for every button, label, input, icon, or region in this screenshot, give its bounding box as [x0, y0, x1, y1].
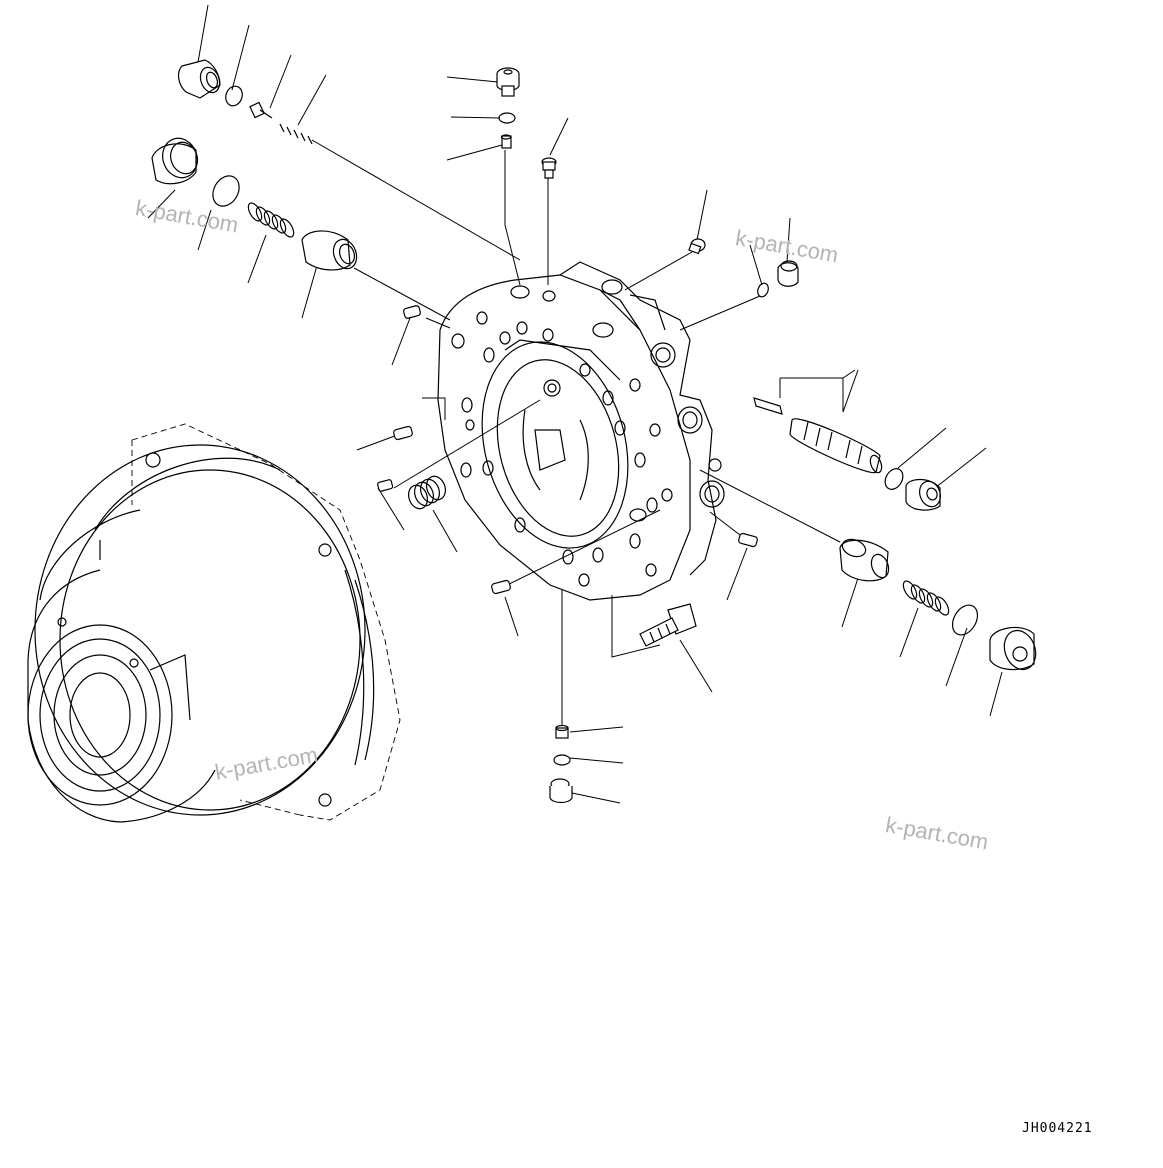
dowel-pin-3 — [491, 579, 511, 595]
center-screw — [541, 157, 557, 179]
small-bolt — [249, 101, 273, 119]
spool-sleeve-left — [301, 230, 358, 271]
spring-right — [902, 580, 950, 616]
plug-right — [905, 478, 941, 511]
small-plug-right-top — [688, 238, 706, 255]
dowel-pin-1 — [403, 305, 421, 319]
top-o-ring — [498, 112, 516, 124]
small-pin — [377, 479, 394, 492]
bottom-o-ring — [553, 754, 571, 766]
bottom-plug — [549, 778, 573, 804]
top-small-plug — [500, 134, 512, 149]
spring-lower-left — [407, 475, 447, 510]
mounting-bolt — [639, 603, 697, 647]
large-plug-right — [989, 626, 1037, 671]
top-plug — [496, 67, 520, 97]
spool-pin — [753, 397, 783, 415]
small-spring — [279, 123, 313, 145]
large-o-ring-right — [951, 604, 979, 636]
valve-body — [437, 261, 725, 601]
relief-valve-cap — [177, 59, 221, 99]
control-spool — [789, 418, 883, 474]
dowel-pin-right — [738, 532, 758, 548]
dowel-pin-2 — [393, 425, 413, 441]
spool-sleeve-right — [839, 538, 890, 582]
final-drive-housing — [27, 423, 401, 823]
spring-left — [247, 202, 295, 238]
drawing-code: JH004221 — [1022, 1121, 1093, 1136]
leader-lines — [147, 4, 1003, 804]
large-plug-left — [151, 137, 198, 185]
plug-right-top — [777, 260, 799, 287]
bottom-small-plug — [555, 724, 569, 739]
large-o-ring-left — [212, 175, 240, 207]
o-ring-right — [884, 468, 904, 490]
small-o-ring-right — [757, 282, 769, 298]
o-ring — [225, 85, 243, 107]
